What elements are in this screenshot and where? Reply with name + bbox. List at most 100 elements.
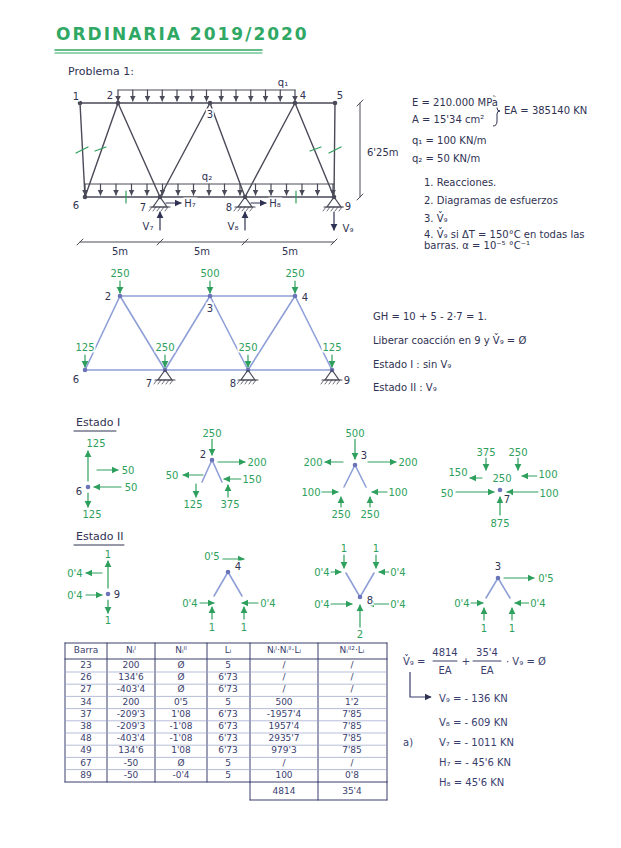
annotation-text: 2 xyxy=(106,90,114,101)
member-stub xyxy=(346,573,360,597)
force-arrow xyxy=(107,561,108,588)
table-cell: Nᵢᴵ xyxy=(125,646,137,656)
table-cell: -1'08 xyxy=(169,722,194,732)
annotation-text: 0'4 xyxy=(529,598,546,609)
table-cell: Nᵢᴵᴵ²·Lᵢ xyxy=(339,646,366,656)
ground-hatch xyxy=(337,380,340,384)
annotation-text: 4 xyxy=(301,292,309,303)
table-cell: 6'73 xyxy=(217,722,239,732)
load-arrow xyxy=(331,355,332,367)
table-cell: 7'85 xyxy=(341,722,363,732)
annotation-text: 0'4 xyxy=(259,598,276,609)
annotation-text: Estado I : sin V₉ xyxy=(372,359,452,370)
annotation-text: 6 xyxy=(72,200,80,211)
annotation-text: V₉ = - 136 KN xyxy=(438,693,509,704)
joint-dot xyxy=(208,294,213,299)
joint-dot xyxy=(293,294,298,299)
load-arrow xyxy=(162,90,163,101)
table-cell: Lᵢ xyxy=(224,646,233,656)
table-cell: 6'73 xyxy=(217,746,239,756)
annotation-text: 2. Diagramas de esfuerzos xyxy=(423,195,559,206)
ground-hatch xyxy=(253,380,256,384)
table-cell: 6'73 xyxy=(217,710,239,720)
ground-hatch xyxy=(238,207,241,211)
table-cell: 6'73 xyxy=(217,734,239,744)
table-cell: 7'85 xyxy=(341,746,363,756)
pin-support xyxy=(153,197,167,207)
annotation-text: 1 xyxy=(480,623,488,634)
load-arrow xyxy=(280,90,281,101)
table-cell: 34 xyxy=(79,698,92,708)
force-arrow xyxy=(369,497,370,507)
truss-bar xyxy=(295,296,332,370)
annotation-text: Liberar coacción en 9 y V̌₉ = Ø xyxy=(372,335,527,346)
force-arrow xyxy=(483,608,484,620)
load-arrow xyxy=(294,90,295,101)
ground-hatch xyxy=(242,207,245,211)
ground-hatch xyxy=(333,380,336,384)
joint-dot xyxy=(353,463,358,468)
annotation-text: 9 xyxy=(344,201,352,212)
annotation-text: 125 xyxy=(321,342,342,353)
annotation-text: 5 xyxy=(336,90,344,101)
member-stub xyxy=(212,460,222,482)
table-cell: 5 xyxy=(224,698,232,708)
table-cell: 5 xyxy=(224,771,232,781)
table-cell: 5 xyxy=(224,661,232,671)
joint-dot xyxy=(226,570,231,575)
load-arrow xyxy=(317,184,318,195)
annotation-text: 200 xyxy=(302,457,323,468)
bar-tick xyxy=(76,147,88,153)
truss-bar xyxy=(248,369,332,371)
annotation-text: 0'4 xyxy=(66,568,83,579)
annotation-text: 100 xyxy=(387,487,408,498)
table-cell: 67 xyxy=(79,759,92,769)
truss-bar xyxy=(210,103,245,197)
force-arrow xyxy=(331,571,341,572)
annotation-text: 250 xyxy=(284,268,305,279)
annotation-text: H₇ = - 45'6 KN xyxy=(438,757,512,768)
annotation-text: 9 xyxy=(343,375,351,386)
force-arrow xyxy=(522,475,537,476)
table-cell: / xyxy=(281,661,286,671)
force-arrow xyxy=(251,202,266,203)
table-rule xyxy=(65,643,387,644)
dimension-tick xyxy=(157,239,163,245)
table-rule xyxy=(65,658,387,659)
annotation-text: 250 xyxy=(491,473,512,484)
ground-hatch xyxy=(154,380,157,384)
force-arrow xyxy=(94,486,121,487)
bar-tick xyxy=(95,147,106,151)
joint-dot xyxy=(358,595,363,600)
load-arrow xyxy=(84,355,85,367)
annotation-text: 8 xyxy=(229,378,237,389)
ground-hatch xyxy=(158,380,161,384)
truss-bar xyxy=(85,369,165,371)
ground-hatch xyxy=(246,207,249,211)
load-arrow xyxy=(162,184,163,195)
annotation-text: 6'25m xyxy=(366,147,400,158)
annotation-text: 375 xyxy=(475,447,496,458)
annotation-text: 4 xyxy=(234,561,242,572)
force-arrow xyxy=(242,602,258,603)
annotation-text: E = 210.000 MPa xyxy=(411,97,499,108)
table-cell: 100 xyxy=(274,771,293,781)
pin-support xyxy=(158,370,172,380)
table-cell: -403'4 xyxy=(116,685,147,695)
table-cell: Barra xyxy=(73,646,99,656)
table-cell: Ø xyxy=(176,759,185,769)
annotation-text: 50 xyxy=(440,488,455,499)
truss-bar xyxy=(160,196,245,197)
table-cell: -209'3 xyxy=(116,710,147,720)
joint-dot xyxy=(118,294,123,299)
annotation-text: 2 xyxy=(104,291,112,302)
force-arrow xyxy=(224,478,241,479)
force-arrow xyxy=(340,497,341,507)
force-arrow xyxy=(507,491,540,492)
table-cell: 23 xyxy=(79,661,92,671)
annotation-text: 250 xyxy=(201,428,222,439)
table-cell: 89 xyxy=(79,771,92,781)
table-cell: 1'2 xyxy=(344,698,360,708)
table-cell: 27 xyxy=(79,685,92,695)
force-arrow xyxy=(517,458,518,470)
